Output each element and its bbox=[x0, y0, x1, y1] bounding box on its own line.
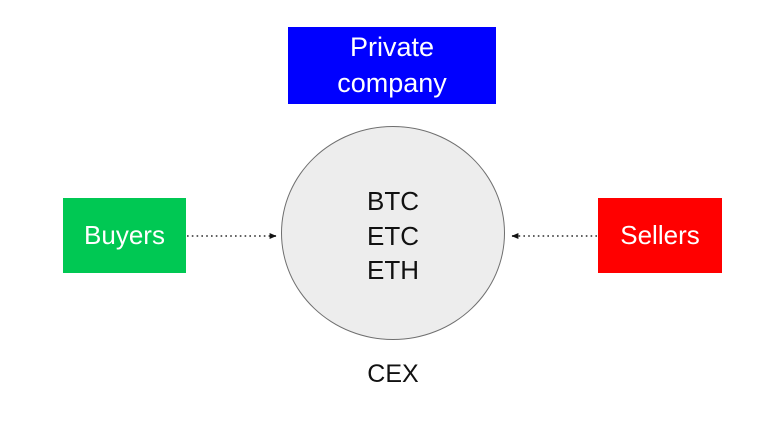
node-buyers[interactable]: Buyers bbox=[63, 198, 186, 273]
node-cex-circle[interactable]: BTC ETC ETH bbox=[281, 126, 505, 340]
cex-caption-label: CEX bbox=[367, 360, 419, 388]
node-sellers[interactable]: Sellers bbox=[598, 198, 722, 273]
sellers-label: Sellers bbox=[620, 219, 700, 250]
cex-assets-list: BTC ETC ETH bbox=[367, 186, 419, 286]
node-private-company[interactable]: Private company bbox=[288, 27, 496, 104]
private-company-label: Private company bbox=[337, 32, 447, 98]
buyers-label: Buyers bbox=[84, 219, 165, 250]
